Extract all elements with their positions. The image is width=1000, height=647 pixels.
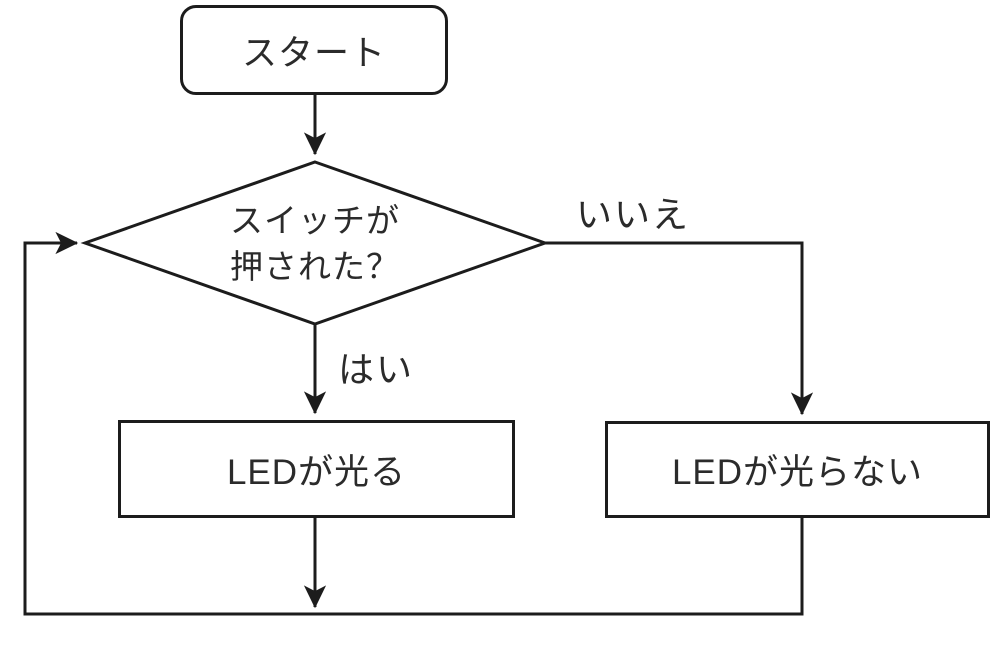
edge-label-no: いいえ bbox=[576, 194, 691, 235]
edge-label-yes: はい bbox=[338, 349, 415, 390]
decision-node-label: スイッチが 押された？ bbox=[165, 198, 465, 290]
led-on-node: LEDが光る bbox=[118, 420, 515, 518]
led-off-node-label: LEDが光らない bbox=[671, 453, 924, 492]
led-on-node-label: LEDが光る bbox=[226, 452, 407, 492]
decision-label-line1: スイッチが bbox=[230, 202, 400, 239]
start-node: スタート bbox=[180, 5, 448, 95]
edge-no-to-led-off bbox=[543, 241, 814, 416]
led-off-node: LEDが光らない bbox=[605, 421, 990, 518]
decision-label-line2: 押された？ bbox=[230, 248, 400, 285]
edge-loop-back bbox=[23, 231, 804, 616]
start-node-label: スタート bbox=[241, 33, 386, 73]
